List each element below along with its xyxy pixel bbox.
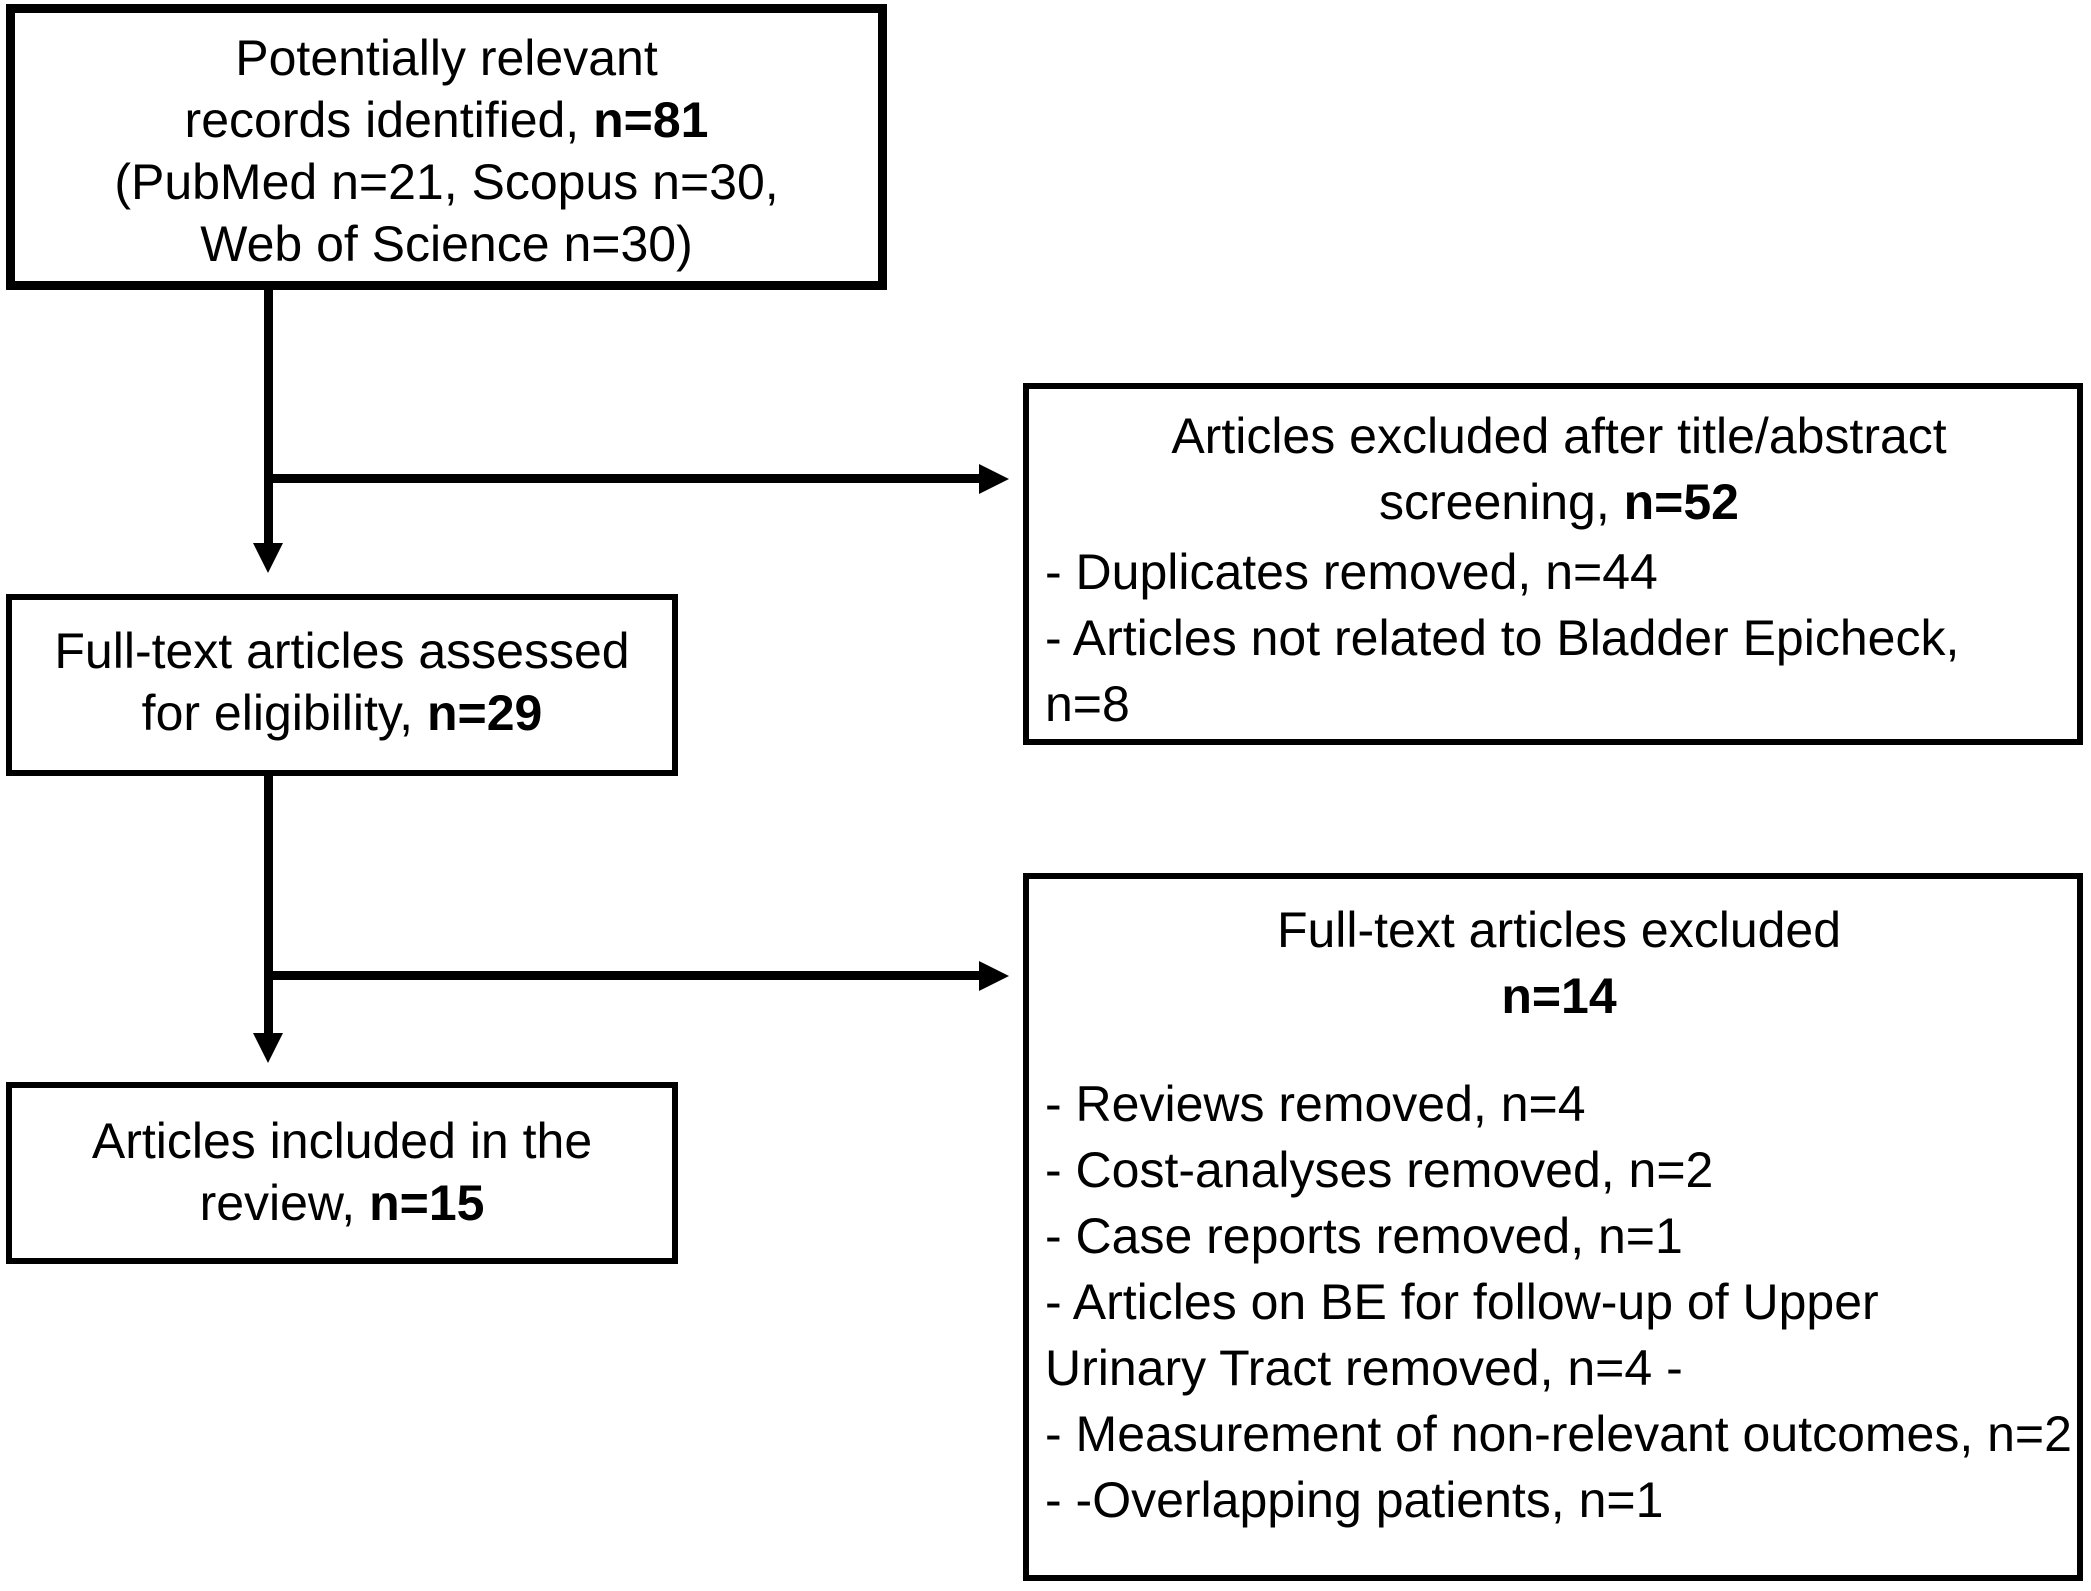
arrow-down-icon bbox=[253, 543, 283, 573]
box-excluded-screening: Articles excluded after title/abstract s… bbox=[1023, 383, 2083, 745]
list-item: - Reviews removed, n=4 bbox=[1045, 1076, 1586, 1132]
excluded-fulltext-reasons: - Reviews removed, n=4 - Cost-analyses r… bbox=[1045, 1071, 2073, 1533]
included-line-1: Articles included in the bbox=[91, 1113, 593, 1169]
records-line-2-text: records identified, bbox=[184, 92, 594, 148]
list-item: - Case reports removed, n=1 bbox=[1045, 1208, 1683, 1264]
list-item: - -Overlapping patients, n=1 bbox=[1045, 1472, 1664, 1528]
excluded-screening-reasons: - Duplicates removed, n=44 - Articles no… bbox=[1045, 539, 2073, 737]
fulltext-line-2: for eligibility, n=29 bbox=[12, 682, 672, 744]
list-item: - Articles not related to Bladder Epiche… bbox=[1045, 610, 1960, 666]
fulltext-line-1: Full-text articles assessed bbox=[54, 623, 630, 679]
excluded-screening-count: n=52 bbox=[1623, 474, 1739, 530]
records-line-3: (PubMed n=21, Scopus n=30, bbox=[114, 154, 779, 210]
arrow-right-icon bbox=[979, 961, 1009, 991]
list-item: n=8 bbox=[1045, 676, 1130, 732]
connector-records-to-fulltext bbox=[264, 290, 273, 544]
excluded-fulltext-count: n=14 bbox=[1501, 968, 1617, 1024]
arrow-right-icon bbox=[979, 464, 1009, 494]
included-line-2: review, n=15 bbox=[12, 1172, 672, 1234]
excluded-screening-header-2-text: screening, bbox=[1379, 474, 1624, 530]
records-line-1: Potentially relevant bbox=[235, 30, 658, 86]
connector-branch-to-excluded-screening bbox=[264, 474, 981, 483]
connector-branch-to-excluded-fulltext bbox=[264, 971, 981, 980]
included-count: n=15 bbox=[369, 1175, 485, 1231]
box-included-in-review: Articles included in the review, n=15 bbox=[6, 1082, 678, 1264]
box-records-identified: Potentially relevant records identified,… bbox=[6, 4, 887, 290]
excluded-fulltext-header-1: Full-text articles excluded bbox=[1276, 902, 1842, 958]
records-line-4: Web of Science n=30) bbox=[200, 216, 693, 272]
list-item: - Articles on BE for follow-up of Upper bbox=[1045, 1274, 1879, 1330]
box-fulltext-assessed: Full-text articles assessed for eligibil… bbox=[6, 594, 678, 776]
list-item: - Duplicates removed, n=44 bbox=[1045, 544, 1658, 600]
records-line-2: records identified, n=81 bbox=[15, 89, 878, 151]
connector-fulltext-to-included bbox=[264, 776, 273, 1034]
box-excluded-fulltext: Full-text articles excluded n=14 - Revie… bbox=[1023, 873, 2083, 1581]
excluded-screening-header-2: screening, n=52 bbox=[1045, 469, 2073, 535]
fulltext-count: n=29 bbox=[426, 685, 543, 741]
list-item: Urinary Tract removed, n=4 - bbox=[1045, 1340, 1683, 1396]
arrow-down-icon bbox=[253, 1033, 283, 1063]
fulltext-line-2-text: for eligibility, bbox=[141, 685, 427, 741]
records-count: n=81 bbox=[593, 92, 709, 148]
included-line-2-text: review, bbox=[199, 1175, 370, 1231]
list-item: - Cost-analyses removed, n=2 bbox=[1045, 1142, 1714, 1198]
excluded-screening-header-1: Articles excluded after title/abstract bbox=[1171, 408, 1947, 464]
list-item: - Measurement of non-relevant outcomes, … bbox=[1045, 1406, 2072, 1462]
